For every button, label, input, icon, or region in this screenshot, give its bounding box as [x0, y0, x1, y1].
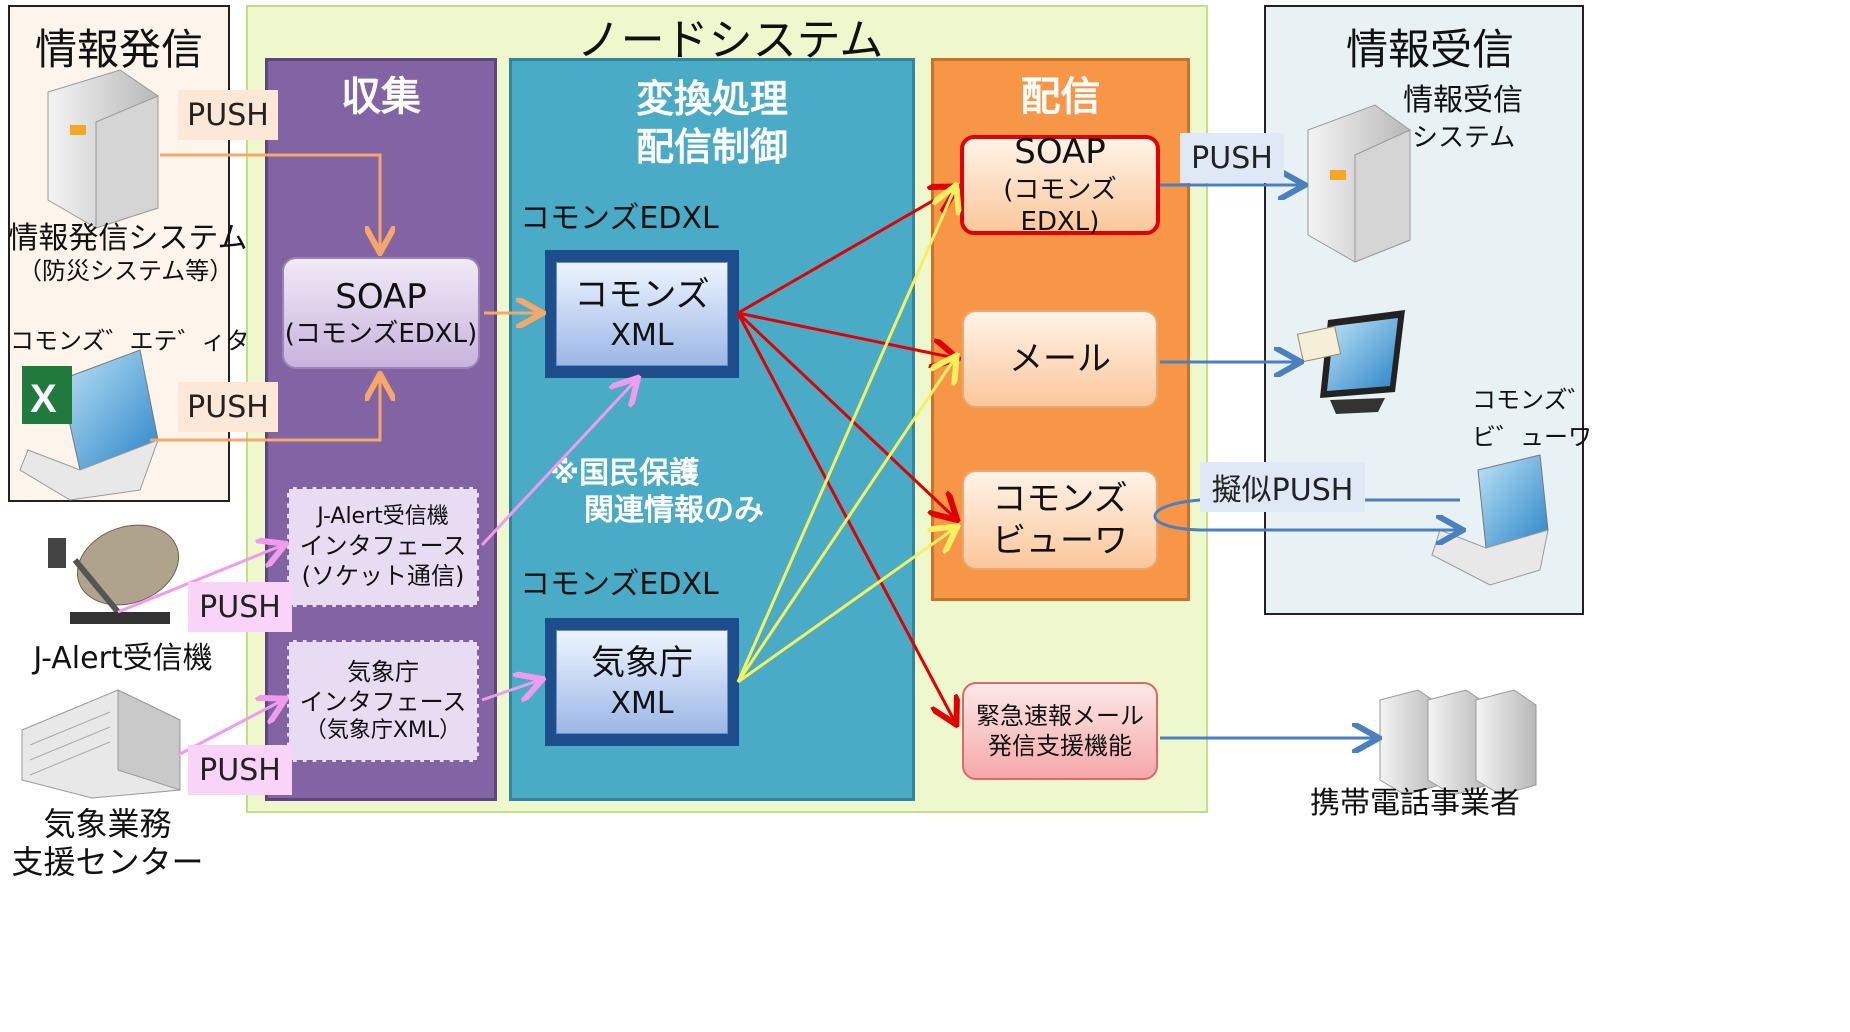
push-jalert: PUSH — [188, 582, 292, 632]
sender-system-label: 情報発信システム — [8, 221, 248, 256]
receiver-viewer-line2: ビ゛ューワ — [1472, 423, 1592, 451]
deliver-title: 配信 — [1020, 74, 1101, 120]
arrow-red-to-soap — [737, 188, 955, 315]
receiver-title: 情報受信 — [1345, 25, 1514, 74]
emergency-mail-line2: 発信支援機能 — [988, 732, 1132, 760]
carriers-label: 携帯電話事業者 — [1310, 786, 1520, 821]
commons-xml-line1: コモンズ — [574, 275, 710, 315]
editor-label: コモンズ゛エテ゛ィタ — [10, 327, 250, 355]
arrow-viewer-pseudo-push — [1153, 498, 1460, 530]
node-system-title: ノードシステム — [576, 15, 884, 66]
commons-xml-box: コモンズ XML — [545, 250, 739, 378]
monitor-icon — [1296, 310, 1405, 414]
jma-interface-line3: （気象庁XML） — [304, 718, 462, 744]
push-sender-editor: PUSH — [178, 382, 278, 432]
commons-xml-line2: XML — [610, 317, 674, 353]
editor-laptop-icon: X — [19, 349, 159, 501]
deliver-mail-label: メール — [1009, 338, 1111, 379]
deliver-viewer-line2: ビューワ — [992, 521, 1128, 561]
jma-source-label-line1: 気象業務 — [43, 805, 172, 843]
deliver-soap-line2: (コモンズEDXL) — [1003, 174, 1117, 238]
carrier-servers-icon — [1379, 689, 1537, 796]
receiver-system-line2: システム — [1412, 123, 1516, 153]
jma-xml-line2: XML — [610, 685, 674, 721]
emergency-mail-line1: 緊急速報メール — [976, 702, 1144, 730]
arrow-red-to-mail — [737, 311, 955, 358]
jalert-source-label: J-Alert受信機 — [33, 641, 213, 676]
arrow-jalert-interface-to-commons-xml — [480, 380, 636, 547]
receiver-system-line1: 情報受信 — [1403, 83, 1523, 118]
edxl-label-bottom: コモンズEDXL — [520, 567, 719, 602]
jma-interface-line2: インタフェース — [299, 688, 467, 717]
satellite-dish-icon — [48, 524, 180, 624]
push-receiver: PUSH — [1180, 133, 1284, 183]
jalert-interface-line3: (ソケット通信) — [301, 561, 465, 590]
jma-xml-box: 気象庁 XML — [545, 618, 739, 746]
sender-title: 情報発信 — [34, 25, 203, 74]
deliver-soap-box: SOAP (コモンズEDXL) — [960, 132, 1160, 237]
deliver-viewer-line1: コモンズ — [992, 478, 1128, 519]
arrow-yellow-to-soap — [736, 188, 955, 683]
arrow-jalert-to-interface — [117, 545, 283, 614]
push-jma: PUSH — [188, 745, 292, 795]
arrow-sender-to-soap — [160, 153, 380, 250]
pseudo-push: 擬似PUSH — [1200, 462, 1365, 512]
arrow-yellow-to-mail — [736, 358, 955, 683]
convert-title-line1: 変換処理 — [635, 77, 788, 121]
receiver-server-icon — [1307, 104, 1411, 263]
edxl-label-top: コモンズEDXL — [520, 201, 719, 236]
svg-text:X: X — [30, 377, 57, 421]
jma-xml-line1: 気象庁 — [591, 643, 693, 683]
weather-center-building-icon — [21, 689, 181, 799]
jalert-interface-line2: インタフェース — [299, 531, 467, 560]
deliver-viewer-box: コモンズ ビューワ — [962, 470, 1158, 570]
sender-system-sub: （防災システム等） — [18, 257, 234, 285]
emergency-mail-box: 緊急速報メール 発信支援機能 — [962, 682, 1158, 780]
deliver-soap-line1: SOAP — [1014, 132, 1106, 173]
push-sender-top: PUSH — [178, 90, 278, 140]
convert-title-line2: 配信制御 — [635, 125, 788, 169]
collect-soap-box: SOAP (コモンズEDXL) — [282, 257, 480, 369]
jma-xml-inner: 気象庁 XML — [556, 630, 728, 734]
deliver-mail-box: メール — [962, 310, 1158, 408]
note-line1: ※国民保護 — [550, 456, 700, 491]
arrow-yellow-to-viewer — [737, 528, 955, 684]
receiver-viewer-line1: コモンズ゛ — [1472, 386, 1592, 414]
jma-source-label-line2: 支援センター — [11, 843, 204, 881]
jma-interface-line1: 気象庁 — [347, 658, 419, 687]
note-line2: 関連情報のみ — [584, 493, 764, 528]
arrow-red-to-viewer — [736, 311, 955, 518]
collect-title: 収集 — [341, 74, 421, 120]
collect-soap-line1: SOAP — [335, 276, 427, 317]
arrow-jma-interface-to-jma-xml — [481, 680, 540, 700]
commons-xml-inner: コモンズ XML — [556, 262, 728, 366]
jma-interface-box: 気象庁 インタフェース （気象庁XML） — [287, 640, 479, 762]
arrow-editor-to-soap — [150, 377, 380, 442]
sender-server-icon — [47, 69, 159, 229]
collect-soap-line2: (コモンズEDXL) — [284, 319, 478, 349]
jalert-interface-line1: J-Alert受信機 — [317, 504, 449, 530]
